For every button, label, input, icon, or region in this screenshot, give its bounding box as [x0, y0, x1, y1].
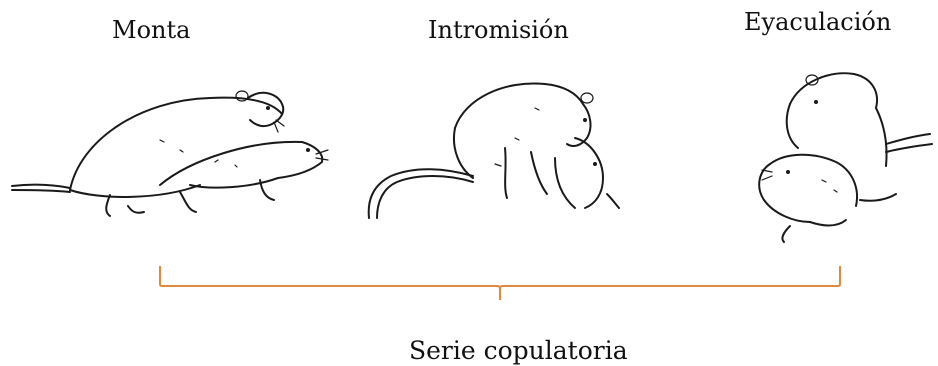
stage-label-intromision: Intromisión — [428, 16, 569, 44]
group-label: Serie copulatoria — [409, 336, 628, 365]
brace-path — [159, 266, 841, 300]
rat-mount-icon — [11, 90, 329, 217]
stage-label-eyaculacion: Eyaculación — [744, 8, 892, 36]
stage-label-monta: Monta — [112, 16, 191, 44]
rat-intromission-icon — [367, 82, 620, 219]
rat-ejaculation-icon — [758, 72, 933, 243]
